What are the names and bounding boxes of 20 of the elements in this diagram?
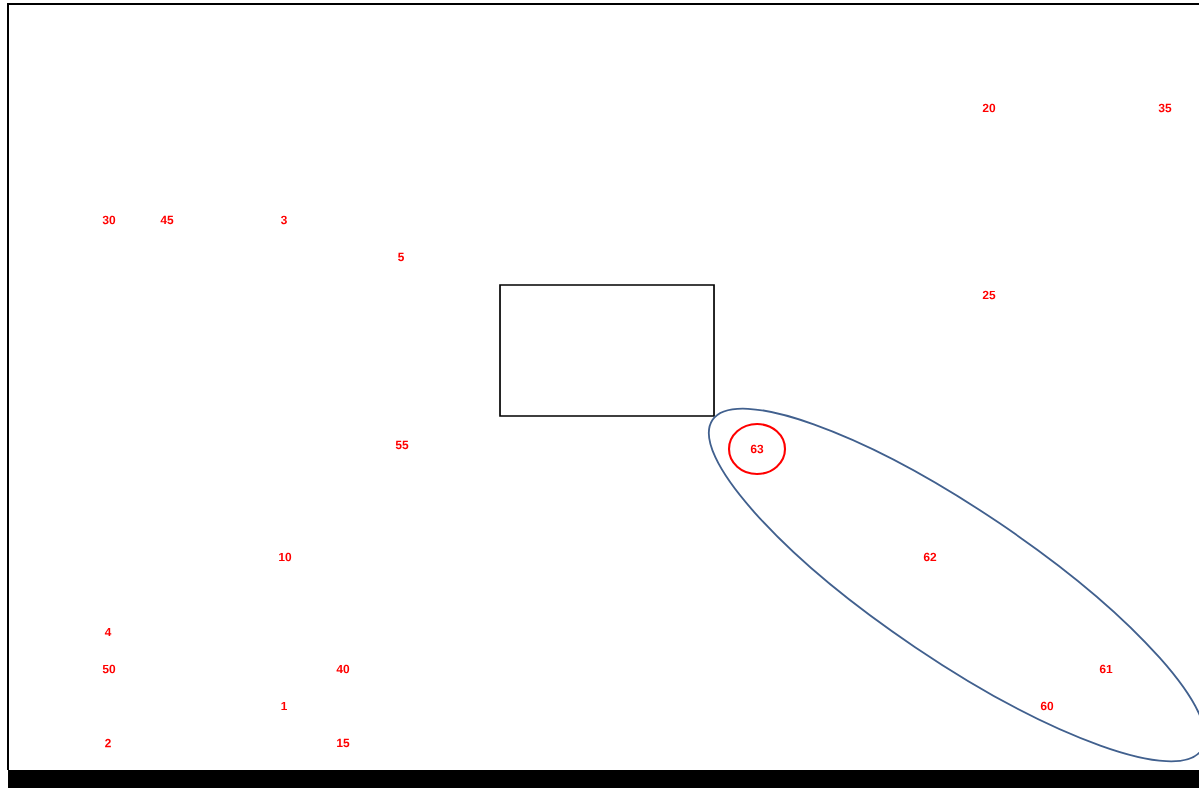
empty-box	[499, 284, 715, 417]
callout-number: 20	[982, 103, 996, 113]
callout-number: 55	[395, 440, 409, 450]
callout-number: 3	[280, 215, 287, 225]
callout-number: 10	[279, 552, 292, 562]
callout-number: 62	[923, 552, 937, 562]
circled-number: 63	[727, 422, 787, 476]
callout-number: 5	[398, 252, 404, 262]
callout-number: 35	[1158, 103, 1172, 113]
callout-number: 50	[102, 664, 116, 674]
callout-number: 30	[102, 215, 116, 225]
callout-number: 45	[160, 215, 174, 225]
callout-number: 2	[105, 738, 111, 748]
callout-number: 25	[982, 290, 996, 300]
callout-number: 40	[336, 664, 350, 674]
callout-number: 15	[337, 738, 350, 748]
callout-number: 1	[281, 701, 287, 711]
callout-number: 4	[104, 627, 112, 637]
callout-number: 61	[1099, 664, 1113, 674]
callout-number: 60	[1040, 701, 1054, 711]
